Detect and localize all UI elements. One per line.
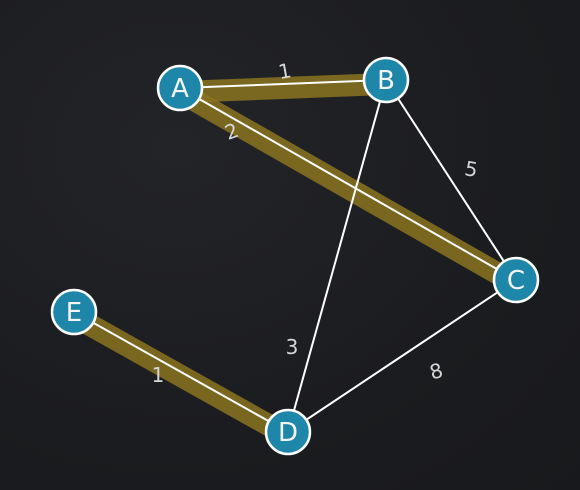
edge-weight-E-D: 1 bbox=[152, 363, 165, 387]
edge-weight-B-D: 3 bbox=[286, 335, 299, 359]
node-A[interactable]: A bbox=[156, 64, 204, 112]
node-E[interactable]: E bbox=[50, 288, 98, 336]
node-D[interactable]: D bbox=[264, 408, 312, 456]
node-circle-B bbox=[362, 56, 410, 104]
node-label-B: B bbox=[377, 66, 395, 96]
edge-C-D bbox=[287, 279, 517, 433]
edge-weight-B-C: 5 bbox=[463, 156, 480, 182]
edge-weight-C-D: 8 bbox=[427, 358, 446, 384]
node-B[interactable]: B bbox=[362, 56, 410, 104]
highlight-A-B bbox=[169, 73, 397, 103]
node-label-D: D bbox=[278, 418, 298, 448]
node-circle-E bbox=[50, 288, 98, 336]
node-layer: A B C D E bbox=[50, 56, 540, 456]
node-label-E: E bbox=[66, 298, 82, 328]
edge-B-D bbox=[287, 79, 387, 433]
highlight-E-D bbox=[63, 305, 299, 447]
highlight-A-C bbox=[169, 81, 527, 295]
edge-A-C bbox=[179, 87, 517, 281]
node-label-A: A bbox=[171, 74, 189, 104]
highlight-layer bbox=[63, 73, 527, 447]
node-circle-D bbox=[264, 408, 312, 456]
node-circle-A bbox=[156, 64, 204, 112]
node-label-C: C bbox=[507, 266, 525, 296]
edge-E-D bbox=[73, 311, 289, 433]
edge-layer bbox=[73, 79, 517, 433]
edge-A-B bbox=[179, 79, 387, 89]
node-circle-C bbox=[492, 256, 540, 304]
edge-B-C bbox=[385, 79, 517, 281]
edge-weight-A-B: 1 bbox=[276, 58, 293, 84]
node-C[interactable]: C bbox=[492, 256, 540, 304]
